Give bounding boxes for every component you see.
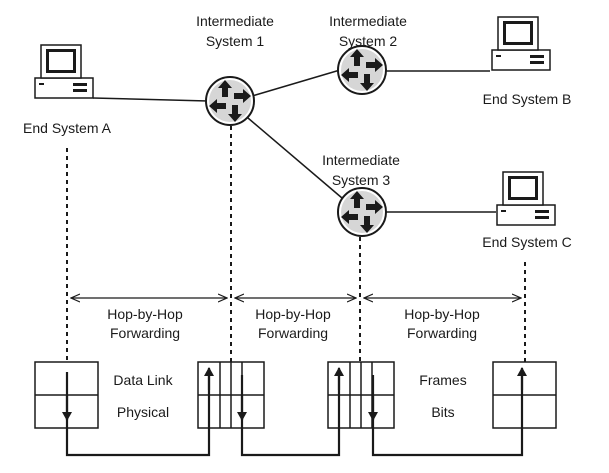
end-system-b-computer-icon: [491, 16, 551, 71]
forwarding-span-3-line1: Hop-by-Hop: [404, 306, 480, 322]
forwarding-span-2-line2: Forwarding: [258, 325, 328, 341]
end-system-c-computer-icon: [496, 171, 556, 226]
end-system-c-label: End System C: [482, 234, 571, 250]
end-system-a-computer-icon: [34, 44, 94, 99]
end-system-a-label: End System A: [23, 120, 112, 136]
intermediate-system-2-label-line1: Intermediate: [329, 13, 407, 29]
intermediate-system-2-router-icon: [337, 45, 387, 95]
intermediate-system-1-label-line2: System 1: [206, 33, 265, 49]
forwarding-span-1-line1: Hop-by-Hop: [107, 306, 183, 322]
layer-stack-end-system-c: [492, 361, 557, 429]
link-system-1-to-system-2: [251, 69, 341, 97]
physical-layer-label: Physical: [117, 404, 169, 420]
intermediate-system-3-label-line2: System 3: [332, 172, 391, 188]
frames-label: Frames: [419, 372, 466, 388]
bits-label: Bits: [431, 404, 454, 420]
data-link-layer-label: Data Link: [113, 372, 173, 388]
intermediate-system-3-router-icon: [337, 187, 387, 237]
forwarding-span-3-line2: Forwarding: [407, 325, 477, 341]
intermediate-system-1-router-icon: [205, 76, 255, 126]
intermediate-system-3-label-line1: Intermediate: [322, 152, 400, 168]
end-system-b-label: End System B: [483, 91, 572, 107]
link-system-1-to-system-3: [247, 117, 343, 199]
data-flow-path: [65, 372, 524, 457]
forwarding-span-1-line2: Forwarding: [110, 325, 180, 341]
link-a-to-system-1: [92, 97, 209, 102]
forwarding-span-2-line1: Hop-by-Hop: [255, 306, 331, 322]
intermediate-system-1-label-line1: Intermediate: [196, 13, 274, 29]
intermediate-system-2-label-line2: System 2: [339, 33, 398, 49]
